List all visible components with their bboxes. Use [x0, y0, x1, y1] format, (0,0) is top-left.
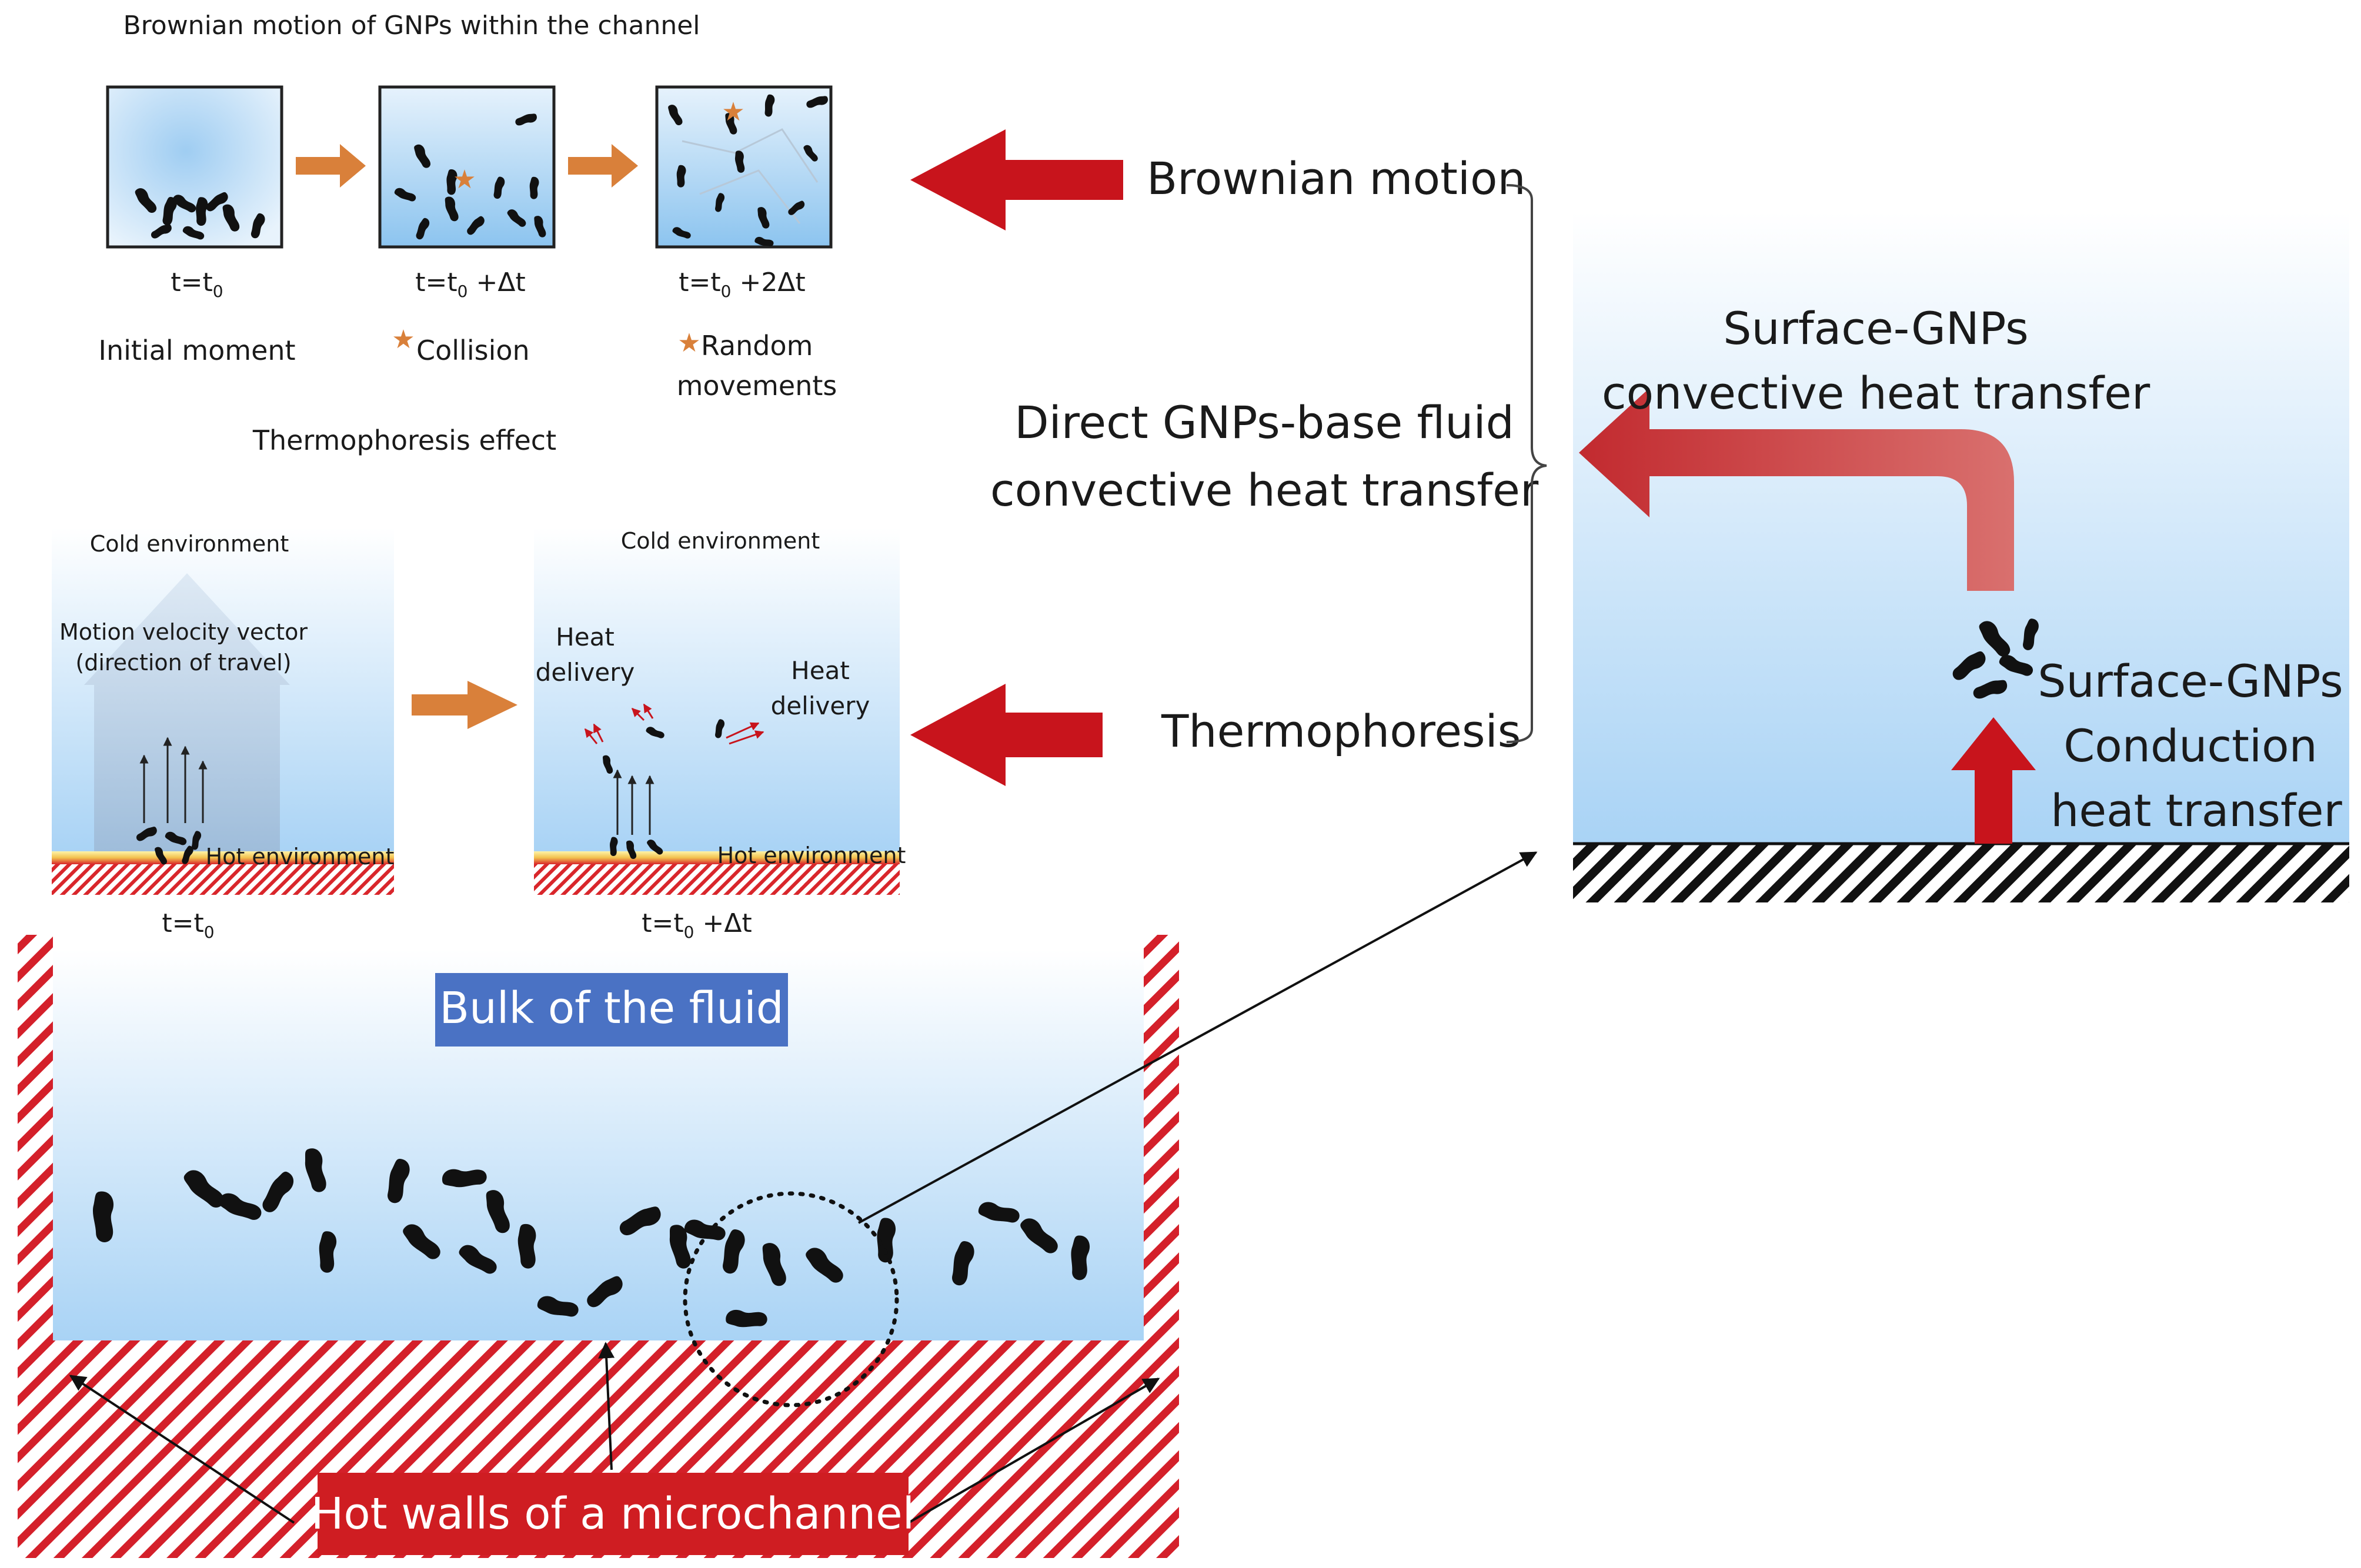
bulk-label-box: Bulk of the fluid — [435, 973, 788, 1047]
time-label-collision: t=t0 +Δt — [415, 268, 525, 301]
velocity-line2: (direction of travel) — [75, 650, 291, 676]
upward-motion-lines — [139, 737, 208, 823]
zoom-pointer-line — [858, 851, 1538, 1224]
velocity-vector-arrow — [84, 573, 290, 851]
label-surface-convective-line1: Surface-GNPs — [1723, 302, 2029, 355]
heat-delivery-1-line2: delivery — [536, 658, 635, 687]
label-random: Random — [701, 330, 813, 362]
brownian-panel: Brownian motion of GNPs within the chann… — [98, 11, 837, 402]
collision-star-icon: ★ — [453, 165, 476, 194]
random-legend-star-icon: ★ — [677, 329, 700, 357]
heat-delivery-arrows — [584, 703, 764, 745]
heat-delivery-2-line2: delivery — [771, 691, 870, 720]
cold-environment-left: Cold environment — [90, 531, 289, 557]
red-arrow-brownian — [910, 129, 1123, 230]
label-thermophoresis: Thermophoresis — [1161, 705, 1521, 757]
label-initial-moment: Initial moment — [98, 335, 295, 366]
brownian-panel-title: Brownian motion of GNPs within the chann… — [123, 11, 700, 41]
label-bulk-of-fluid: Bulk of the fluid — [439, 983, 783, 1034]
thermo-box-delta: Cold environment Heat delivery Heat deli… — [534, 528, 906, 895]
label-collision: Collision — [416, 335, 530, 366]
brownian-box-initial — [106, 85, 283, 249]
walls-label-box: Hot walls of a microchannel — [69, 1342, 1160, 1555]
upward-motion-lines-2 — [613, 769, 654, 835]
label-surface-convective-line2: convective heat transfer — [1602, 367, 2150, 419]
convective-arrow — [1579, 388, 2014, 591]
collision-legend-star-icon: ★ — [392, 325, 415, 354]
heat-delivery-2-line1: Heat — [791, 656, 850, 685]
surface-wall-hatch — [1573, 844, 2349, 902]
heat-delivery-1-line1: Heat — [556, 623, 615, 651]
label-surface-conduction-line3: heat transfer — [2051, 784, 2342, 837]
brownian-box-collision: ★ — [378, 85, 556, 249]
orange-arrow-1 — [296, 144, 366, 188]
time-label-random: t=t0 +2Δt — [679, 268, 805, 301]
hot-environment-left: Hot environment — [206, 844, 395, 870]
orange-arrow-2 — [568, 144, 638, 188]
label-surface-conduction-line1: Surface-GNPs — [2038, 655, 2343, 707]
brownian-box-random: ★ — [655, 85, 833, 249]
random-star-icon: ★ — [722, 98, 744, 126]
time-label-initial: t=t0 — [171, 268, 223, 301]
label-hot-walls: Hot walls of a microchannel — [311, 1489, 914, 1539]
label-direct-line1: Direct GNPs-base fluid — [1014, 396, 1514, 449]
mechanism-labels: Brownian motion Direct GNPs-base fluid c… — [910, 129, 1547, 786]
time-label-thermo-left: t=t0 — [162, 908, 214, 942]
orange-arrow-3 — [412, 681, 517, 729]
thermophoresis-panel: Thermophoresis effect Cold environment M… — [52, 424, 906, 942]
mechanism-bracket — [1506, 184, 1547, 743]
label-movements: movements — [677, 370, 837, 402]
thermophoresis-panel-title: Thermophoresis effect — [252, 424, 556, 456]
thermo-box-initial: Cold environment Motion velocity vector … — [52, 528, 394, 895]
red-arrow-thermophoresis — [910, 684, 1103, 786]
microchannel: Bulk of the fluid — [18, 851, 1538, 1558]
random-path-lines — [682, 128, 819, 224]
surface-panel: Surface-GNPs convective heat transfer Su… — [1573, 212, 2349, 902]
velocity-line1: Motion velocity vector — [59, 619, 308, 645]
label-direct-line2: convective heat transfer — [990, 464, 1539, 516]
zoom-circle — [683, 1191, 899, 1407]
hot-environment-right: Hot environment — [717, 842, 906, 868]
cold-environment-right: Cold environment — [621, 528, 820, 554]
conduction-arrow — [1951, 717, 2036, 844]
time-label-thermo-right: t=t0 +Δt — [642, 908, 752, 942]
label-brownian-motion: Brownian motion — [1147, 152, 1526, 205]
label-surface-conduction-line2: Conduction — [2063, 720, 2317, 772]
